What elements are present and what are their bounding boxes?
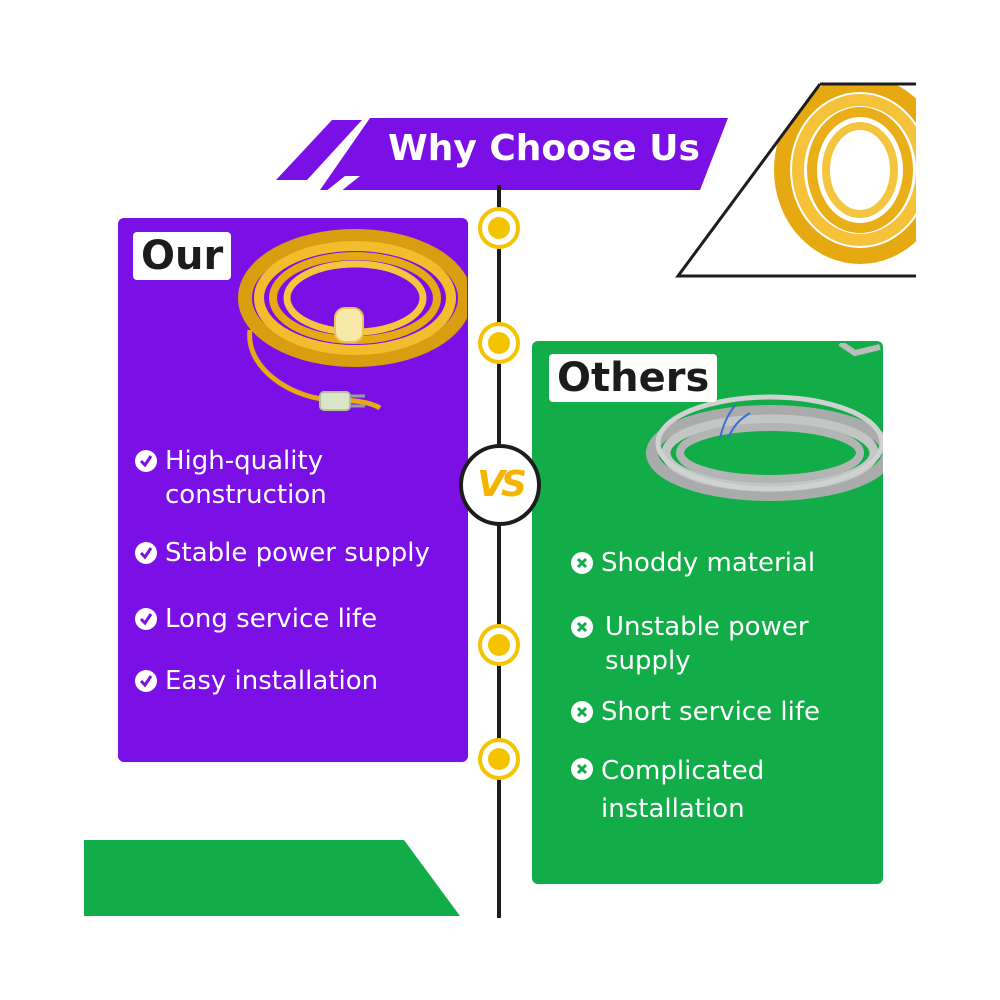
- banner-shape: [320, 118, 728, 190]
- yellow-cable-image: [238, 229, 467, 411]
- check-circle-icon: [135, 608, 157, 630]
- bottom-green-shape: [84, 840, 460, 916]
- our-feature-text: Long service life: [165, 604, 378, 634]
- vs-label: VS: [477, 464, 527, 505]
- our-feature-item: Long service life: [135, 602, 377, 636]
- others-label: Others: [549, 354, 718, 402]
- timeline-node: [478, 738, 520, 780]
- our-feature-text: High-quality construction: [165, 446, 327, 510]
- timeline-node: [478, 322, 520, 364]
- x-circle-icon: [571, 552, 593, 574]
- others-feature-item: Shoddy material: [571, 546, 815, 580]
- our-feature-item: Easy installation: [135, 664, 378, 698]
- others-feature-item: Short service life: [571, 695, 820, 729]
- others-feature-text: Shoddy material: [601, 548, 816, 578]
- timeline-node: [478, 207, 520, 249]
- timeline-node: [478, 624, 520, 666]
- others-feature-item: Complicated installation: [571, 752, 764, 828]
- our-feature-text: Easy installation: [165, 666, 379, 696]
- gray-cable-image: [646, 343, 883, 501]
- check-circle-icon: [135, 450, 157, 472]
- our-feature-item: High-quality construction: [135, 444, 327, 512]
- others-feature-text: Complicated installation: [601, 756, 765, 824]
- page-title: Why Choose Us: [388, 128, 700, 169]
- x-circle-icon: [571, 701, 593, 723]
- our-feature-text: Stable power supply: [165, 538, 430, 568]
- banner-notch: [325, 176, 360, 192]
- others-feature-item: Unstable power supply: [571, 610, 809, 678]
- x-circle-icon: [571, 758, 593, 780]
- corner-cable-image: [675, 82, 916, 278]
- our-feature-item: Stable power supply: [135, 536, 430, 570]
- check-circle-icon: [135, 542, 157, 564]
- others-feature-text: Short service life: [601, 697, 821, 727]
- banner-stripe: [276, 120, 362, 180]
- x-circle-icon: [571, 616, 593, 638]
- our-label: Our: [133, 232, 232, 280]
- others-feature-text: Unstable power supply: [605, 612, 809, 676]
- vs-badge: [459, 444, 541, 526]
- check-circle-icon: [135, 670, 157, 692]
